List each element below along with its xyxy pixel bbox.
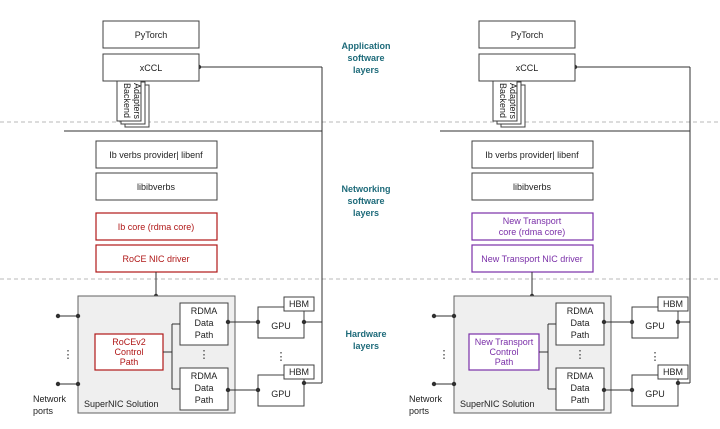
svg-text:core (rdma core): core (rdma core) [499,227,566,237]
right-new-transport-control-path-label: New Transport [475,337,534,347]
svg-text:Control: Control [489,347,518,357]
right-pytorch-box [478,20,576,49]
left-ib-core-box [95,212,218,241]
svg-text:software: software [347,53,384,63]
svg-text:GPU: GPU [645,389,665,399]
svg-text:⋮: ⋮ [439,349,450,361]
left-xccl-label: xCCL [140,63,163,73]
right-libibverbs-box [471,172,594,201]
left-hbm-top [283,296,315,312]
svg-text:Adapters: Adapters [132,83,142,120]
right-xccl-label: xCCL [516,63,539,73]
svg-text:⋮: ⋮ [650,351,661,363]
right-hbm-top [657,296,689,312]
right-pytorch-label: PyTorch [511,30,544,40]
svg-text:Path: Path [495,357,514,367]
svg-text:GPU: GPU [645,321,665,331]
left-gpu-bottom [257,374,305,407]
svg-text:layers: layers [353,65,379,75]
svg-text:HBM: HBM [289,299,309,309]
svg-text:Path: Path [195,330,214,340]
svg-text:Path: Path [195,395,214,405]
svg-text:layers: layers [353,341,379,351]
left-rocev2-control-path-box [94,333,164,371]
left-ib-verbs-provider-label: Ib verbs provider| libenf [109,150,203,160]
right-network-ports-label: Network [409,394,443,404]
right-gpu-top [631,306,679,339]
right-ib-verbs-provider-box [471,140,594,169]
right-libibverbs-label: libibverbs [513,182,552,192]
svg-text:Control: Control [114,347,143,357]
right-new-transport-core-box [471,212,594,241]
right-new-transport-core-label: New Transport [503,216,562,226]
svg-text:RDMA: RDMA [567,371,594,381]
right-new-transport-nic-driver-box [471,244,594,273]
left-hbm-bottom [283,364,315,380]
svg-text:GPU: GPU [271,389,291,399]
left-libibverbs-box [95,172,218,201]
layer-label-application: Application software layers [342,41,391,75]
right-new-transport-control-path-box [468,333,540,371]
svg-text:⋮: ⋮ [575,349,586,361]
left-rocev2-control-path-label: RoCEv2 [112,337,146,347]
right-hbm-bottom [657,364,689,380]
svg-text:RDMA: RDMA [191,306,218,316]
svg-text:Adapters: Adapters [508,83,518,120]
svg-text:ports: ports [409,406,430,416]
right-supernic-label: SuperNIC Solution [460,399,535,409]
left-backend-adapters-label: Backend [122,83,132,118]
layer-label-networking: Networking software layers [341,184,390,218]
right-backend-adapters-box [492,78,518,122]
svg-text:Data: Data [194,383,213,393]
svg-text:Data: Data [194,318,213,328]
svg-text:Path: Path [120,357,139,367]
svg-text:⋮: ⋮ [199,349,210,361]
right-gpu-bottom [631,374,679,407]
left-supernic-label: SuperNIC Solution [84,399,159,409]
svg-text:RDMA: RDMA [567,306,594,316]
svg-text:Data: Data [570,383,589,393]
svg-text:HBM: HBM [663,299,683,309]
left-ib-verbs-provider-box [95,140,218,169]
svg-text:Networking: Networking [341,184,390,194]
left-rdma-data-path-top [179,302,229,346]
svg-text:Hardware: Hardware [345,329,386,339]
left-ib-core-label: Ib core (rdma core) [118,222,195,232]
svg-text:HBM: HBM [289,367,309,377]
svg-text:Data: Data [570,318,589,328]
left-xccl-box [102,53,200,82]
svg-text:Application: Application [342,41,391,51]
svg-text:Path: Path [571,395,590,405]
right-xccl-box [478,53,576,82]
left-libibverbs-label: libibverbs [137,182,176,192]
left-network-ports-label: Network [33,394,67,404]
svg-text:⋮: ⋮ [63,349,74,361]
svg-text:software: software [347,196,384,206]
svg-text:Path: Path [571,330,590,340]
svg-text:RDMA: RDMA [191,371,218,381]
left-pytorch-box [102,20,200,49]
left-stack: PyTorch Backend Adapters xCCL Ib verbs p… [33,20,323,416]
right-ib-verbs-provider-label: Ib verbs provider| libenf [485,150,579,160]
svg-text:ports: ports [33,406,54,416]
right-new-transport-nic-driver-label: New Transport NIC driver [481,254,583,264]
left-pytorch-label: PyTorch [135,30,168,40]
layer-label-hardware: Hardware layers [345,329,386,351]
svg-text:HBM: HBM [663,367,683,377]
svg-text:GPU: GPU [271,321,291,331]
svg-text:layers: layers [353,208,379,218]
left-roce-nic-driver-label: RoCE NIC driver [122,254,189,264]
svg-text:⋮: ⋮ [276,351,287,363]
right-stack: PyTorch Backend Adapters xCCL Ib verbs p… [409,20,691,416]
right-backend-adapters-label: Backend [498,83,508,118]
